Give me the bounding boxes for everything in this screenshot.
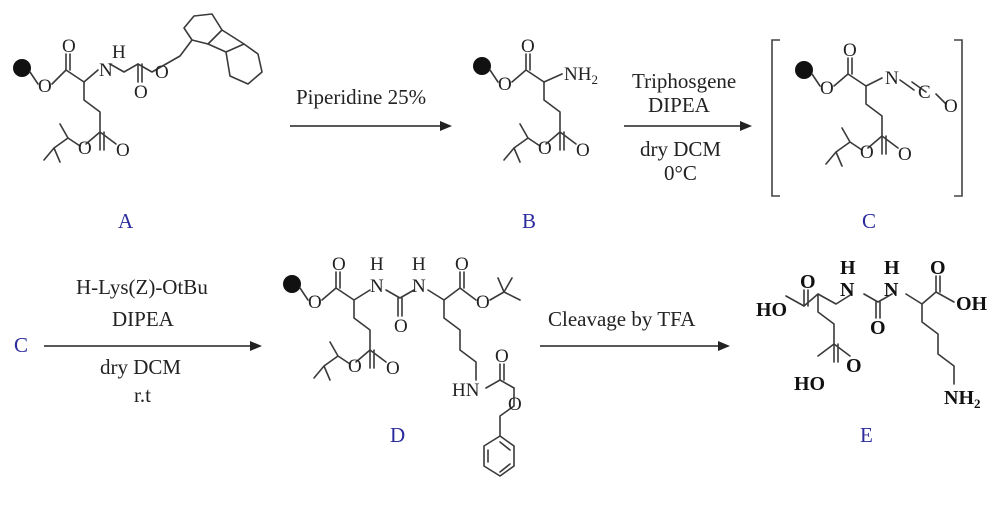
reaction-2-condition-2: DIPEA: [648, 93, 711, 117]
c-atom-c: C: [918, 82, 931, 103]
a-atom-o4: O: [155, 62, 169, 83]
compound-e-label: E: [860, 423, 873, 447]
d-atom-o1: O: [308, 292, 322, 313]
e-atom-o2: O: [846, 355, 862, 377]
compound-e: HO O HO O H N H N O O OH NH2 E: [756, 257, 988, 447]
compound-d: O O O O H N H N O O O HN O O D: [283, 254, 522, 477]
compound-b: O O O O NH2 B: [473, 36, 598, 233]
c-atom-n: N: [885, 68, 899, 89]
reaction-3-condition-2: DIPEA: [112, 307, 175, 331]
e-atom-o-urea: O: [870, 317, 886, 339]
resin-bead-b: [473, 57, 491, 75]
b-atom-o2: O: [521, 36, 535, 57]
compound-c: O O O O N C O C: [771, 39, 963, 233]
e-atom-o1: O: [800, 271, 816, 293]
d-atom-o-urea: O: [394, 316, 408, 337]
reaction-4-condition: Cleavage by TFA: [548, 307, 696, 331]
a-atom-o6: O: [116, 140, 130, 161]
compound-d-label: D: [390, 423, 405, 447]
e-atom-ho1: HO: [756, 299, 787, 321]
e-atom-h2: H: [884, 257, 900, 279]
compound-a: H N O O O O O O A: [13, 13, 263, 233]
c-atom-o4: O: [898, 144, 912, 165]
e-atom-nh2: NH2: [944, 387, 981, 411]
d-atom-h2: H: [412, 254, 426, 275]
d-atom-o3: O: [348, 356, 362, 377]
d-atom-o6: O: [476, 292, 490, 313]
reaction-arrow-3: H-Lys(Z)-OtBu DIPEA dry DCM r.t: [44, 275, 262, 407]
c-atom-o1: O: [820, 78, 834, 99]
e-atom-ho2: HO: [794, 373, 825, 395]
c-atom-o-iso: O: [944, 96, 958, 117]
d-atom-hn: HN: [452, 380, 480, 401]
reaction-arrow-1: Piperidine 25%: [290, 85, 452, 131]
compound-c-label: C: [862, 209, 876, 233]
c-atom-o2: O: [843, 40, 857, 61]
reaction-3-condition-3: dry DCM: [100, 355, 181, 379]
resin-bead-d: [283, 275, 301, 293]
compound-b-label: B: [522, 209, 536, 233]
d-atom-o8: O: [508, 394, 522, 415]
b-atom-o4: O: [576, 140, 590, 161]
d-atom-o2: O: [332, 254, 346, 275]
reaction-arrow-2: Triphosgene DIPEA dry DCM 0°C: [624, 69, 752, 185]
resin-bead-a: [13, 59, 31, 77]
a-atom-o2: O: [62, 36, 76, 57]
reaction-arrow-4: Cleavage by TFA: [540, 307, 730, 351]
e-atom-o3: O: [930, 257, 946, 279]
reaction-3-condition-1: H-Lys(Z)-OtBu: [76, 275, 208, 299]
reaction-2-condition-3: dry DCM: [640, 137, 721, 161]
b-atom-o1: O: [498, 74, 512, 95]
a-atom-nh-h: H: [112, 42, 126, 63]
reaction-3-condition-4: r.t: [134, 383, 151, 407]
d-atom-n1: N: [370, 276, 384, 297]
b-atom-nh2: NH2: [564, 64, 598, 87]
reaction-1-condition: Piperidine 25%: [296, 85, 426, 109]
a-atom-o5: O: [78, 138, 92, 159]
c-atom-o3: O: [860, 142, 874, 163]
e-atom-oh: OH: [956, 293, 988, 315]
a-atom-o1: O: [38, 76, 52, 97]
e-atom-n2: N: [884, 279, 899, 301]
a-atom-nh-n: N: [99, 60, 113, 81]
e-atom-n1: N: [840, 279, 855, 301]
b-atom-o3: O: [538, 138, 552, 159]
resin-bead-c: [795, 61, 813, 79]
reaction-3-start-label: C: [14, 333, 28, 357]
reaction-2-condition-4: 0°C: [664, 161, 697, 185]
d-atom-o4: O: [386, 358, 400, 379]
d-atom-o5: O: [455, 254, 469, 275]
d-atom-h1: H: [370, 254, 384, 275]
e-atom-h1: H: [840, 257, 856, 279]
a-atom-o3: O: [134, 82, 148, 103]
reaction-2-condition-1: Triphosgene: [632, 69, 736, 93]
compound-a-label: A: [118, 209, 134, 233]
d-atom-o7: O: [495, 346, 509, 367]
d-atom-n2: N: [412, 276, 426, 297]
